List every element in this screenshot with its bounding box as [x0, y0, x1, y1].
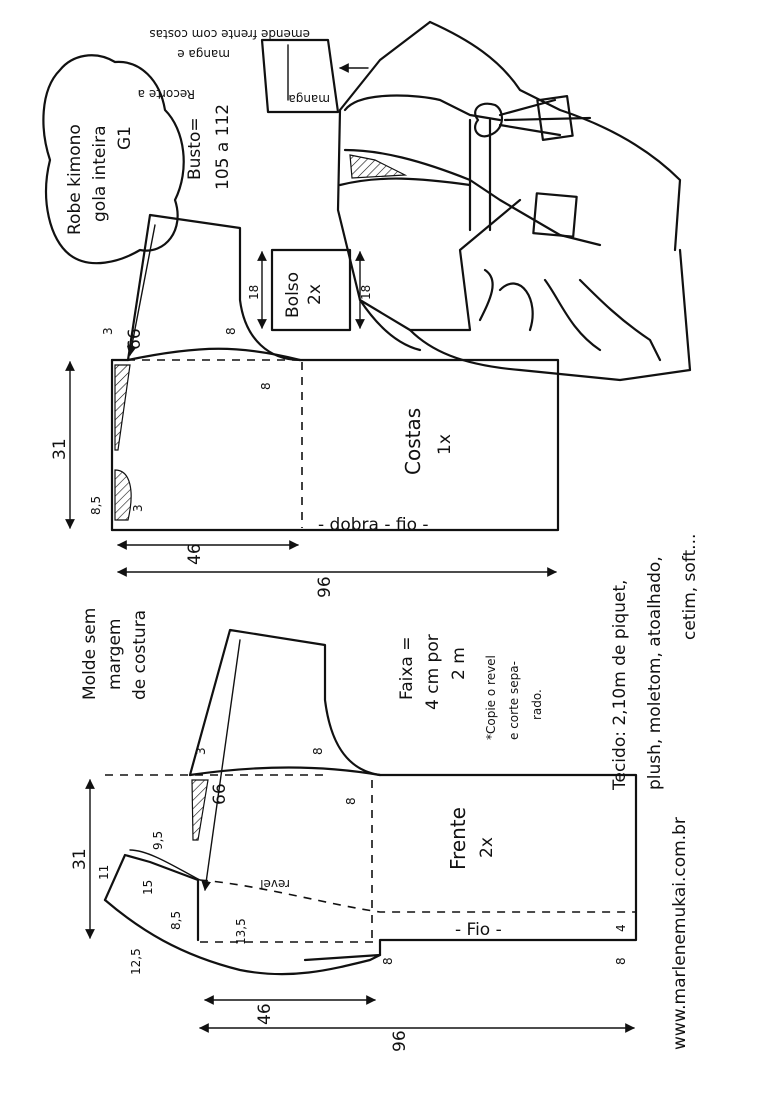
fabric-line3: cetim, soft... — [680, 534, 700, 640]
bust-label: Busto= — [185, 117, 205, 180]
front-hem-offset: 8 — [614, 957, 628, 965]
pocket-width: 18 — [247, 285, 261, 300]
title-cloud: Robe kimono gola inteira G1 — [42, 54, 185, 265]
back-piece-name: Costas — [401, 408, 425, 475]
pocket-piece: Bolso 2x 18 18 — [247, 248, 373, 332]
sleeve-piece — [260, 38, 340, 114]
sleeve-note-line2: manga e — [177, 47, 230, 61]
front-sleeve: 66 — [210, 783, 230, 805]
facing-note-line2: e corte sepa- — [507, 661, 521, 740]
title-line3: G1 — [115, 126, 135, 150]
pocket-height: 18 — [359, 285, 373, 300]
sleeve-label: manga — [288, 92, 330, 106]
front-grain: - Fio - — [455, 920, 502, 940]
front-collar-side: 15 — [141, 880, 155, 895]
margin-note-line3: de costura — [130, 610, 150, 700]
title-line1: Robe kimono — [65, 124, 85, 235]
front-shoulder-drop: 3 — [194, 747, 208, 755]
bust-value: 105 a 112 — [213, 104, 233, 190]
bust-note: Busto= 105 a 112 — [185, 104, 233, 190]
sash-note: Faixa = 4 cm por 2 m — [397, 634, 469, 710]
margin-note-line2: margem — [105, 619, 125, 690]
sleeve-note-line1: Recorte a — [138, 87, 195, 101]
front-facing-label: revel — [260, 877, 290, 891]
back-piece: Costas 1x - dobra - fio - 31 8,5 3 3 66 … — [50, 213, 560, 598]
title-line2: gola inteira — [90, 126, 110, 223]
back-length: 96 — [315, 576, 335, 598]
front-facing-width: 4 — [614, 924, 628, 932]
fabric-line1: Tecido: 2,10m de piquet, — [610, 580, 630, 791]
back-bust-width: 46 — [185, 543, 205, 565]
back-width: 31 — [50, 438, 70, 460]
pocket-count: 2x — [305, 284, 325, 305]
margin-note-line1: Molde sem — [80, 608, 100, 700]
front-neck-depth: 8,5 — [169, 911, 183, 930]
front-piece-name: Frente — [446, 807, 470, 870]
facing-note: *Copie o revel e corte sepa- rado. — [484, 655, 544, 740]
back-shoulder-drop: 3 — [101, 327, 115, 335]
pocket-label: Bolso — [283, 272, 303, 318]
back-sleeve: 66 — [125, 328, 145, 350]
facing-note-line1: *Copie o revel — [484, 655, 498, 740]
robe-illustration — [336, 20, 692, 382]
sleeve-note-line3: emende frente com costas — [149, 27, 310, 41]
front-armhole: 8 — [311, 747, 325, 755]
signature — [478, 268, 662, 362]
sash-line1: Faixa = — [397, 637, 417, 700]
facing-note-line3: rado. — [530, 689, 544, 720]
front-bust-width: 46 — [255, 1003, 275, 1025]
front-curve-offset: 8 — [381, 957, 395, 965]
sash-line3: 2 m — [449, 647, 469, 680]
sleeve-note: Recorte a manga e emende frente com cost… — [138, 27, 369, 114]
back-neck-depth: 8,5 — [89, 496, 103, 515]
back-armhole-depth: 8 — [259, 382, 273, 390]
front-lapel: 13,5 — [234, 918, 248, 945]
front-width: 31 — [70, 848, 90, 870]
sash-line2: 4 cm por — [423, 634, 443, 710]
fabric-note: Tecido: 2,10m de piquet, plush, moletom,… — [610, 534, 700, 791]
front-armhole-depth: 8 — [344, 797, 358, 805]
front-collar-inner: 9,5 — [151, 831, 165, 850]
margin-note: Molde sem margem de costura — [80, 608, 150, 700]
front-piece-count: 2x — [477, 837, 497, 858]
fabric-line2: plush, moletom, atoalhado, — [645, 556, 665, 790]
website-text: www.marlenemukai.com.br — [670, 817, 690, 1050]
front-hem-curve: 12,5 — [129, 948, 143, 975]
back-piece-count: 1x — [435, 434, 455, 455]
back-neck-offset: 3 — [131, 504, 145, 512]
front-piece: Frente 2x revel - Fio - 31 11 9,5 15 8,5… — [70, 628, 638, 1052]
back-fold-grain: - dobra - fio - — [318, 515, 429, 535]
front-length: 96 — [390, 1030, 410, 1052]
back-armhole: 8 — [224, 327, 238, 335]
front-collar-top: 11 — [97, 865, 111, 880]
